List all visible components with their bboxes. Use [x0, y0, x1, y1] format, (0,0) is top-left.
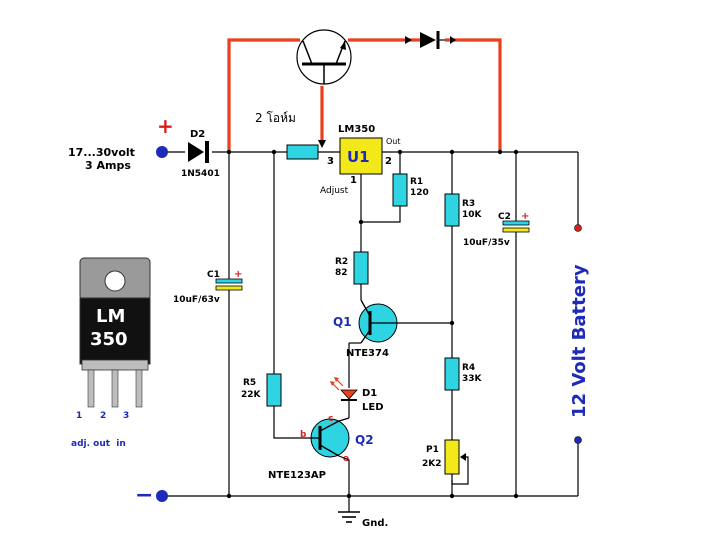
resistor-2-ohm [286, 144, 319, 160]
package-pin-3: 3 [123, 411, 129, 421]
package-pin-2: 2 [100, 411, 106, 421]
resistor-r5 [266, 373, 282, 407]
regulator-u1-name: U1 [347, 148, 370, 166]
capacitor-c1 [215, 278, 243, 291]
c2-name: C2 [498, 212, 511, 222]
d1-label: LED [362, 402, 384, 413]
q2-emitter-wire [338, 455, 350, 512]
junction-dot [271, 149, 277, 155]
junction-dot [497, 149, 503, 155]
potentiometer-p1 [444, 439, 460, 475]
q2-pin-c: c [328, 414, 333, 424]
q1-name: Q1 [333, 315, 352, 329]
transistor-q2 [310, 418, 350, 458]
battery-label: 12 Volt Battery [569, 264, 590, 418]
led-d1 [340, 389, 358, 401]
bypass-arrow-left [405, 36, 412, 44]
r1-name: R1 [410, 177, 423, 187]
input-voltage-label: 17...30volt [68, 146, 135, 159]
regulator-u1-pin-adj: 1 [350, 175, 357, 186]
capacitor-c2 [502, 220, 530, 233]
lm350-package-illustration [79, 257, 151, 408]
q2-collector-wire [338, 417, 350, 422]
resistor-r1 [392, 173, 408, 207]
q2-base-wire [273, 406, 311, 439]
c1-name: C1 [207, 270, 220, 280]
resistor-r4 [444, 357, 460, 391]
ground-icon [338, 511, 360, 523]
gnd-label: Gnd. [362, 518, 388, 529]
r2-value: 82 [335, 268, 348, 278]
junction-dot [449, 320, 455, 326]
input-plus-terminal [156, 146, 168, 158]
q1-part: NTE374 [346, 348, 389, 359]
resistor-r2 [353, 251, 369, 285]
d2-part: 1N5401 [181, 169, 220, 179]
regulator-u1-part: LM350 [338, 124, 375, 135]
bypass-arrow-down [318, 140, 326, 148]
junction-dot [449, 493, 455, 499]
battery-plus-terminal [574, 224, 582, 232]
c1-value: 10uF/63v [173, 295, 220, 305]
regulator-u1-adj-label: Adjust [320, 186, 349, 196]
r1-wire-bottom [361, 206, 401, 223]
q2-part: NTE123AP [268, 470, 326, 481]
r2-name: R2 [335, 257, 348, 267]
junction-dot [226, 149, 232, 155]
battery-minus-terminal [574, 436, 582, 444]
r3-name: R3 [462, 199, 475, 209]
bypass-arrow-right [450, 36, 456, 44]
regulator-u1-pin-in: 3 [327, 156, 334, 167]
r1-value: 120 [410, 188, 429, 198]
r5-name: R5 [243, 378, 256, 388]
bypass-wire-right [445, 38, 502, 152]
package-pin-names: adj. out in [71, 439, 126, 449]
junction-dot [346, 493, 352, 499]
regulator-u1-pin-out: 2 [385, 156, 392, 167]
r5-value: 22K [241, 390, 262, 400]
c1-plus-sign: + [234, 269, 242, 280]
input-minus-terminal [156, 490, 168, 502]
package-pin-1: 1 [76, 411, 82, 421]
r4-name: R4 [462, 363, 475, 373]
r4-value: 33K [462, 374, 483, 384]
input-minus-sign: − [135, 483, 153, 508]
d2-name: D2 [190, 129, 205, 140]
input-plus-sign: + [157, 114, 174, 138]
c2-value: 10uF/35v [463, 238, 510, 248]
p1-value: 2K2 [422, 459, 442, 469]
package-text-lm: LM [96, 306, 125, 327]
junction-dot [513, 493, 519, 499]
package-text-350: 350 [90, 329, 128, 350]
d1-name: D1 [362, 388, 377, 399]
junction-dot [513, 149, 519, 155]
junction-dot [449, 149, 455, 155]
junction-dot [397, 149, 403, 155]
junction-dot [358, 219, 364, 225]
resistor-r3 [444, 193, 460, 227]
transistor-q1 [358, 299, 398, 344]
bypass-wire-left [227, 38, 300, 152]
resistor-2-ohm-value: 2 โอห์ม [255, 111, 296, 125]
input-current-label: 3 Amps [85, 159, 131, 172]
q2-pin-b: b [300, 430, 307, 440]
junction-dot [226, 493, 232, 499]
p1-name: P1 [426, 445, 439, 455]
diode-d2 [188, 141, 209, 163]
c2-plus-sign: + [521, 211, 529, 222]
r3-value: 10K [462, 210, 483, 220]
regulator-u1-out-label: Out [386, 137, 401, 146]
led-light-arrows-icon [330, 377, 344, 391]
bypass-transistor [296, 29, 352, 85]
bypass-diode [420, 31, 445, 49]
q2-name: Q2 [355, 433, 374, 447]
